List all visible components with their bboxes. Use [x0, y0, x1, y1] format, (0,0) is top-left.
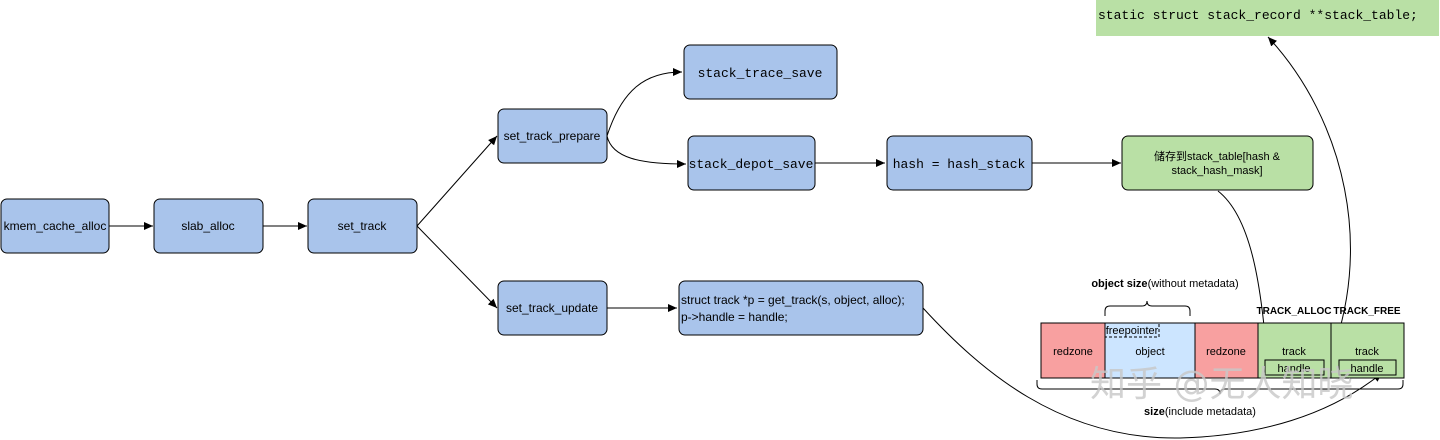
- watermark: 知乎 @无人知晓: [1090, 364, 1353, 405]
- size-brace: [1036, 380, 1404, 395]
- node-kmem-cache-alloc-label: kmem_cache_alloc: [4, 219, 107, 233]
- track-alloc-header: TRACK_ALLOC: [1257, 306, 1332, 317]
- node-hash-stack-label: hash = hash_stack: [893, 157, 1026, 172]
- object-size-bold: object size: [1091, 278, 1147, 290]
- freepointer-label: freepointer: [1106, 325, 1159, 337]
- track-alloc-cell: track handle: [1257, 322, 1332, 379]
- node-stack-table-decl-label: static struct stack_record **stack_table…: [1098, 8, 1418, 23]
- edge-prepare-to-depot: [606, 135, 687, 168]
- node-hash-stack[interactable]: hash = hash_stack: [886, 135, 1033, 191]
- node-stack-trace-save[interactable]: stack_trace_save: [683, 44, 838, 100]
- node-store-line1: 储存到stack_table[hash &: [1154, 149, 1281, 163]
- node-get-track-line2: p->handle = handle;: [681, 310, 788, 324]
- track-free-label: track: [1355, 346, 1379, 358]
- node-stack-depot-save[interactable]: stack_depot_save: [687, 135, 816, 191]
- node-set-track[interactable]: set_track: [307, 198, 418, 254]
- edge-settrack-to-update: [416, 225, 498, 309]
- handle-alloc-label: handle: [1277, 363, 1310, 375]
- size-rest: (include metadata): [1165, 406, 1256, 418]
- object-layout: object size(without metadata) TRACK_ALLO…: [1036, 278, 1405, 418]
- edge-gettrack-to-handle-free: [922, 307, 1383, 439]
- object-size-rest: (without metadata): [1148, 278, 1239, 290]
- size-label: size(include metadata): [1144, 406, 1256, 418]
- node-stack-table-decl[interactable]: static struct stack_record **stack_table…: [1096, 0, 1439, 36]
- size-bold: size: [1144, 406, 1165, 418]
- handle-free-label: handle: [1350, 363, 1383, 375]
- node-set-track-prepare-label: set_track_prepare: [504, 129, 601, 143]
- object-size-brace: [1104, 300, 1191, 316]
- node-set-track-update[interactable]: set_track_update: [497, 280, 608, 336]
- redzone-right-label: redzone: [1206, 346, 1246, 358]
- edges: [109, 36, 1383, 439]
- track-free-cell: track handle: [1330, 322, 1405, 379]
- node-slab-alloc-label: slab_alloc: [181, 219, 234, 233]
- node-get-track[interactable]: struct track *p = get_track(s, object, a…: [678, 280, 924, 336]
- track-free-header: TRACK_FREE: [1333, 306, 1401, 317]
- track-alloc-label: track: [1282, 346, 1306, 358]
- node-kmem-cache-alloc[interactable]: kmem_cache_alloc: [0, 198, 110, 254]
- edge-handle-free-to-stacktable: [1267, 36, 1351, 364]
- redzone-right-cell: redzone: [1194, 322, 1259, 379]
- node-get-track-line1: struct track *p = get_track(s, object, a…: [681, 293, 905, 307]
- redzone-left-label: redzone: [1053, 346, 1093, 358]
- redzone-left-cell: redzone: [1040, 322, 1106, 379]
- object-label: object: [1135, 346, 1164, 358]
- object-cell: freepointer object: [1104, 322, 1196, 379]
- node-store-line2: stack_hash_mask]: [1171, 165, 1262, 177]
- node-set-track-prepare[interactable]: set_track_prepare: [497, 108, 608, 164]
- node-set-track-label: set_track: [338, 219, 388, 233]
- node-stack-depot-save-label: stack_depot_save: [689, 157, 814, 172]
- edge-prepare-to-stacktrace: [606, 68, 683, 137]
- freepointer-box: [1104, 322, 1160, 338]
- node-store-stack-table[interactable]: 储存到stack_table[hash & stack_hash_mask]: [1121, 135, 1314, 191]
- handle-alloc-box: [1264, 359, 1325, 376]
- handle-free-box: [1338, 359, 1397, 376]
- edge-settrack-to-prepare: [416, 135, 498, 227]
- object-size-label: object size(without metadata): [1091, 278, 1238, 290]
- node-stack-trace-save-label: stack_trace_save: [698, 66, 823, 81]
- node-set-track-update-label: set_track_update: [506, 301, 598, 315]
- node-slab-alloc[interactable]: slab_alloc: [153, 198, 264, 254]
